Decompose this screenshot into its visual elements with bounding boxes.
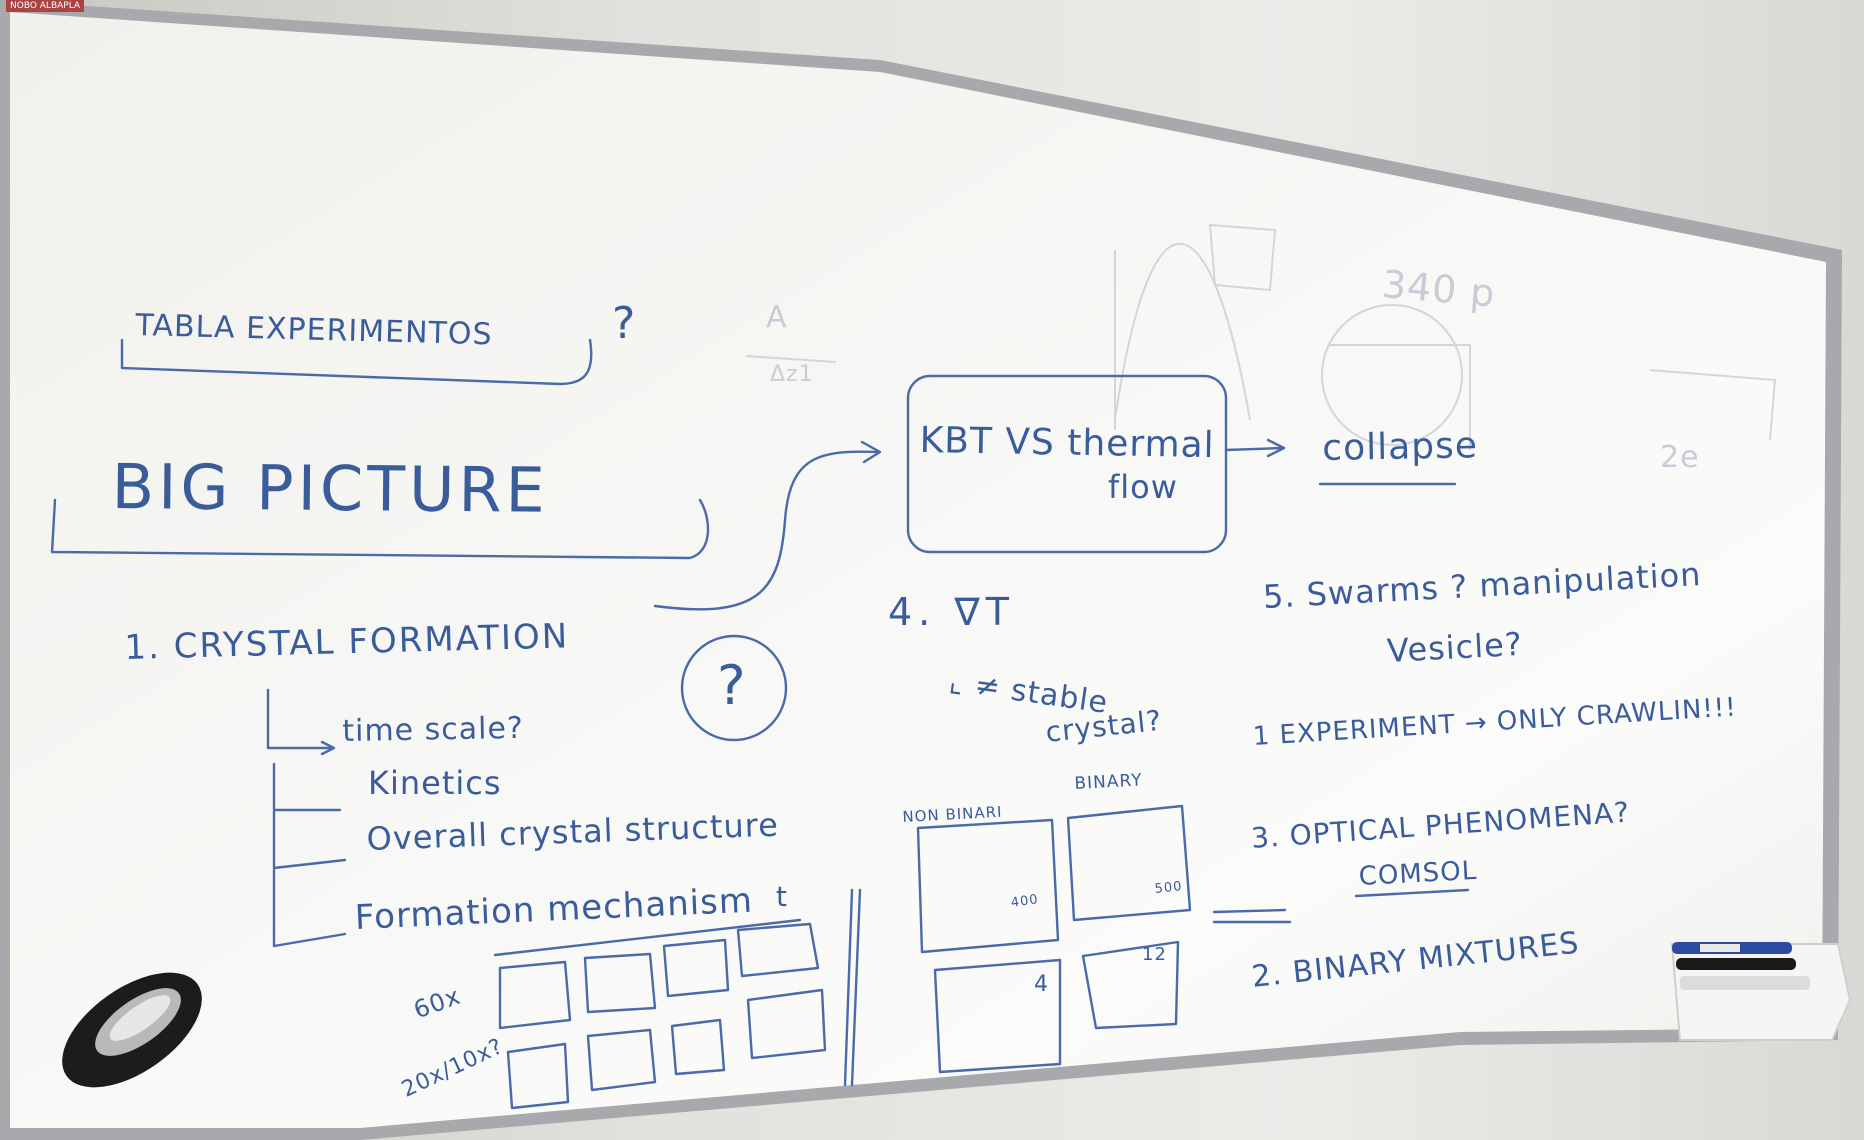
square-small-label-2: 500 xyxy=(1154,879,1184,897)
box-line-1: KBT VS thermal xyxy=(919,420,1216,467)
tabla-question-mark: ? xyxy=(612,298,637,349)
subitem-timescale: time scale? xyxy=(342,710,525,749)
ghost-marks xyxy=(745,223,1777,450)
square-small-label-4: 12 xyxy=(1142,944,1167,965)
ink-strokes xyxy=(50,338,1470,1110)
box-line-2: flow xyxy=(1108,468,1178,506)
board-brand-label: NOBO ALBAPLA xyxy=(6,0,85,12)
square-small-label-3: 4 xyxy=(1034,972,1049,997)
item4-gradient-t: 4. ∇T xyxy=(888,590,1015,634)
board-surface xyxy=(10,12,1826,1128)
big-picture-heading: BIG PICTURE xyxy=(111,450,550,527)
circled-question-mark: ? xyxy=(717,654,747,717)
binary-label: BINARY xyxy=(1074,770,1144,794)
faint-fraction-top: A xyxy=(766,300,788,335)
item5-vesicle: Vesicle? xyxy=(1386,624,1524,670)
comsol-label: COMSOL xyxy=(1358,855,1478,892)
faint-fraction-bottom: Δz1 xyxy=(770,362,814,387)
t-label: t xyxy=(776,880,788,913)
subitem-kinetics: Kinetics xyxy=(368,764,502,802)
collapse-label: collapse xyxy=(1322,425,1479,469)
marker-pen-blue[interactable] xyxy=(1672,942,1792,954)
marker-pen-black[interactable] xyxy=(1676,958,1796,970)
eraser[interactable] xyxy=(42,950,221,1111)
faint-2e: 2e xyxy=(1660,440,1700,475)
